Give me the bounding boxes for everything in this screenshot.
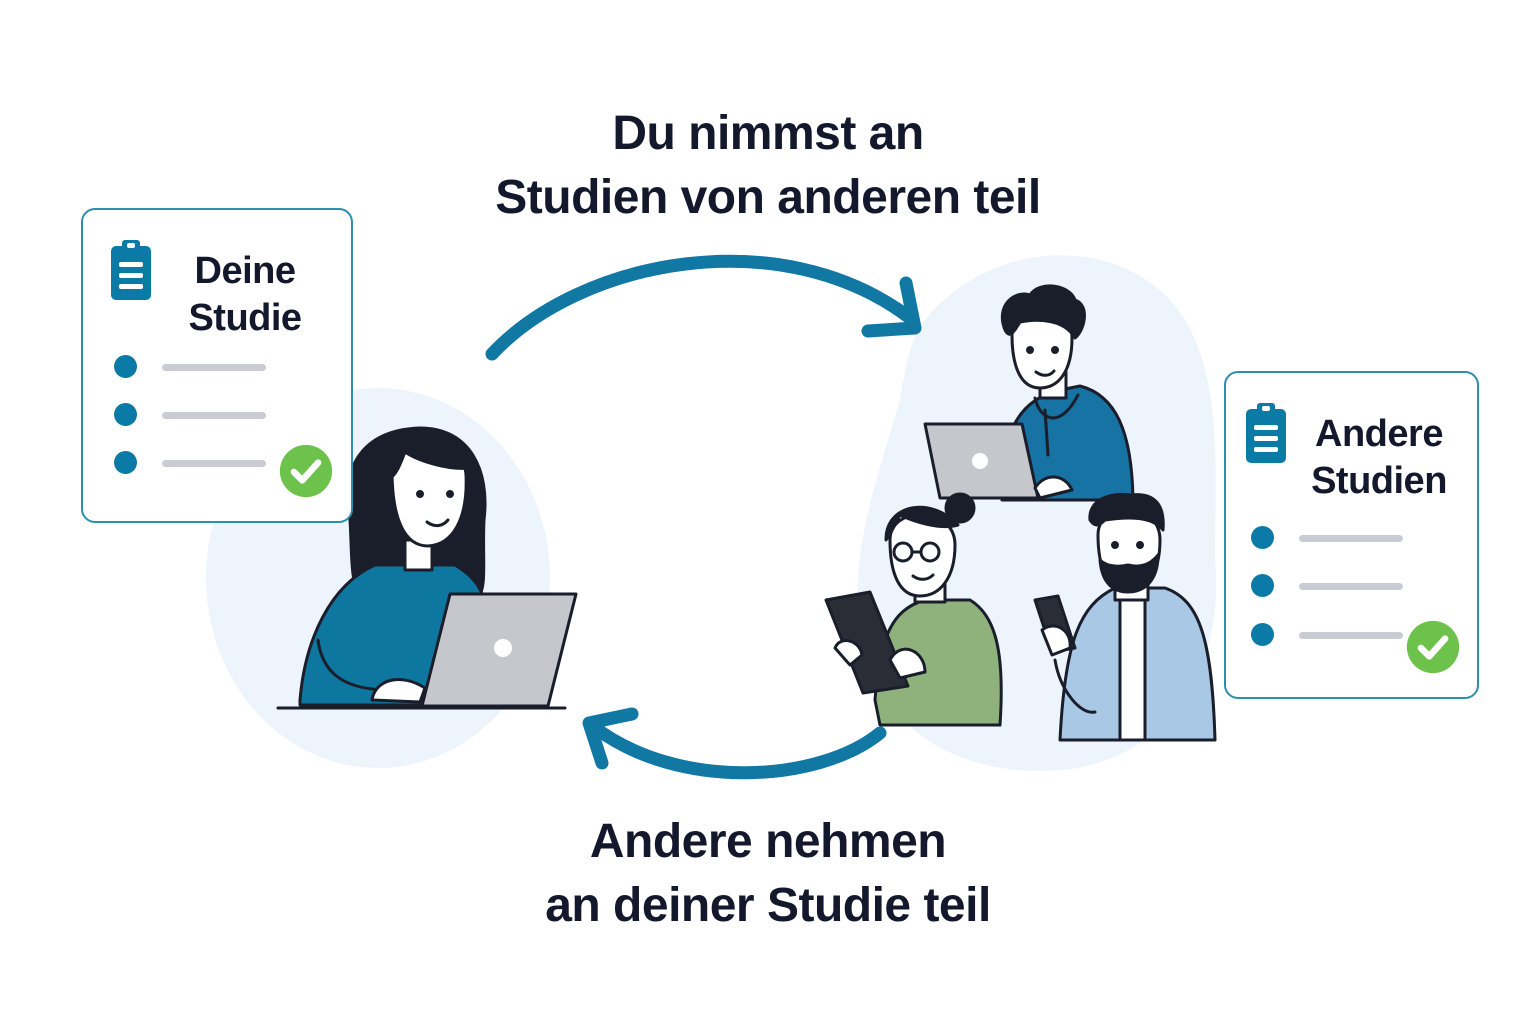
caption-bottom: Andere nehmen an deiner Studie teil (418, 810, 1118, 938)
list-item (114, 451, 274, 475)
placeholder-line (162, 364, 266, 371)
placeholder-line (1299, 632, 1403, 639)
person-man-phone (1033, 492, 1217, 742)
placeholder-line (162, 460, 266, 467)
person-woman-tablet (824, 492, 1003, 727)
check-icon (1405, 619, 1461, 675)
bullet-dot (1251, 623, 1274, 646)
clipboard-icon (109, 238, 153, 302)
card-own-study: Deine Studie (81, 208, 353, 523)
person-woman-laptop (276, 426, 578, 710)
placeholder-line (162, 412, 266, 419)
list-item (1251, 574, 1411, 598)
bullet-dot (114, 451, 137, 474)
list-item (114, 355, 274, 379)
card-other-studies-title-line-1: Andere (1315, 413, 1443, 455)
clipboard-icon (1244, 401, 1288, 465)
bullet-dot (114, 355, 137, 378)
list-item (114, 403, 274, 427)
person-man-laptop (923, 284, 1135, 502)
bullet-dot (1251, 526, 1274, 549)
caption-top-line-1: Du nimmst an (612, 107, 924, 160)
arrow-bottom (582, 707, 887, 780)
card-other-studies: Andere Studien (1224, 371, 1479, 699)
card-other-studies-title: Andere Studien (1294, 411, 1464, 505)
caption-top-line-2: Studien von anderen teil (495, 171, 1041, 224)
placeholder-line (1299, 583, 1403, 590)
arrow-top (485, 254, 922, 361)
list-item (1251, 623, 1411, 647)
check-icon (278, 443, 334, 499)
caption-bottom-line-2: an deiner Studie teil (545, 879, 991, 932)
card-other-studies-title-line-2: Studien (1311, 460, 1447, 502)
list-item (1251, 526, 1411, 550)
caption-top: Du nimmst an Studien von anderen teil (418, 102, 1118, 230)
placeholder-line (1299, 535, 1403, 542)
card-own-study-title-line-2: Studie (188, 297, 302, 339)
card-own-study-title: Deine Studie (175, 248, 315, 342)
caption-bottom-line-1: Andere nehmen (589, 815, 947, 868)
card-own-study-title-line-1: Deine (194, 250, 296, 292)
bullet-dot (114, 403, 137, 426)
bullet-dot (1251, 574, 1274, 597)
